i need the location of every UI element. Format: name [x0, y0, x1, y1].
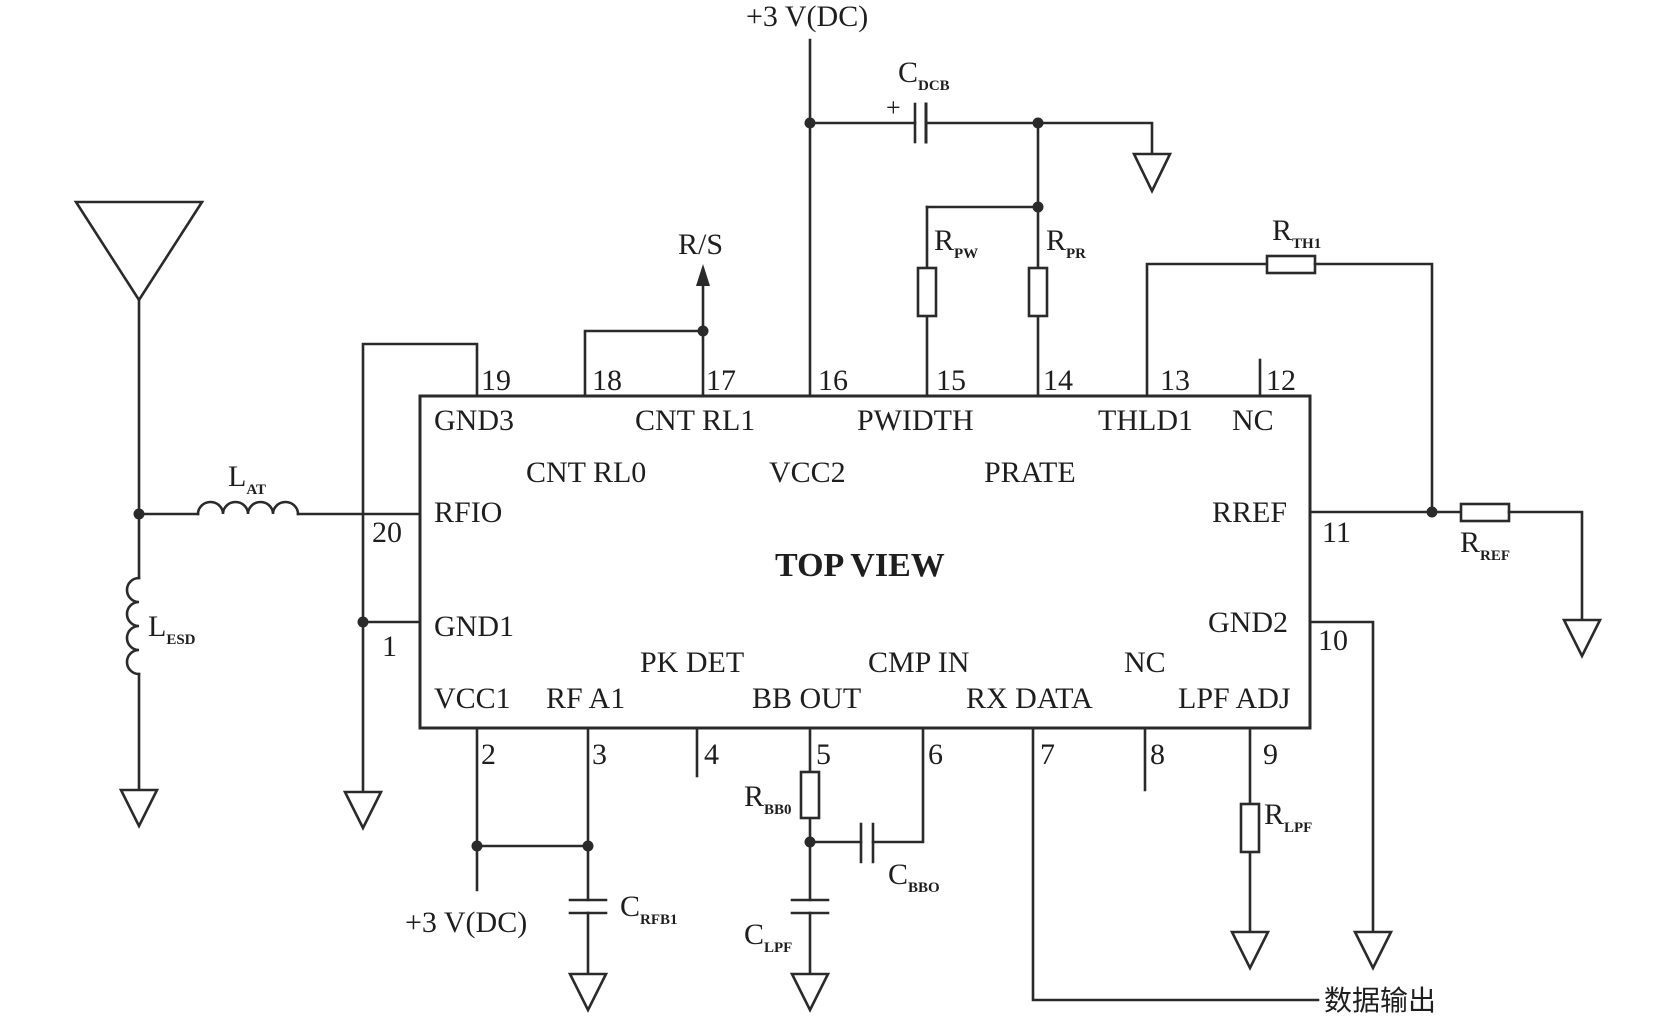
- resistor-rref: [1459, 502, 1511, 523]
- pin6-name: CMP IN: [868, 646, 969, 679]
- pin11-number: 11: [1322, 516, 1351, 549]
- pin19-name: GND3: [434, 404, 514, 437]
- ground-symbol-cdcb: [1131, 152, 1173, 194]
- pin16-name: VCC2: [769, 456, 846, 489]
- node-rfa1: [582, 840, 594, 852]
- pin5-name: BB OUT: [752, 682, 861, 715]
- pin3-number: 3: [592, 738, 607, 771]
- resistor-rlpf: [1239, 802, 1261, 854]
- pin4-name: PK DET: [640, 646, 744, 679]
- rs-arrow: [696, 264, 710, 286]
- pin15-name: PWIDTH: [857, 404, 974, 437]
- pin20-name: RFIO: [434, 496, 502, 529]
- pin18-number: 18: [592, 364, 622, 397]
- pin10-name: GND2: [1208, 606, 1288, 639]
- rth1-label: RTH1: [1272, 214, 1321, 252]
- pin8-number: 8: [1150, 738, 1165, 771]
- pin15-number: 15: [936, 364, 966, 397]
- rxdata-wire: [1031, 726, 1320, 1002]
- rlpf-label: RLPF: [1264, 798, 1312, 836]
- pin4-number: 4: [704, 738, 719, 771]
- pin1-number: 1: [382, 630, 397, 663]
- rpw-label: RPW: [934, 224, 978, 262]
- pin19-number: 19: [481, 364, 511, 397]
- lesd-label: LESD: [148, 610, 196, 648]
- pin14-number: 14: [1043, 364, 1073, 397]
- rth1-right-wire: [1313, 262, 1434, 514]
- gnd2-wire: [1308, 620, 1375, 932]
- pin7-name: RX DATA: [966, 682, 1093, 715]
- resistor-rbb0: [799, 770, 821, 820]
- ic-body: [418, 394, 1312, 730]
- pin17-name: CNT RL1: [635, 404, 755, 437]
- rref-ground-wire: [1507, 510, 1584, 620]
- node-rs: [697, 325, 709, 337]
- gnd3-wire: [361, 342, 479, 792]
- supply-bottom-label: +3 V(DC): [405, 906, 527, 939]
- resistor-rpr: [1027, 266, 1049, 318]
- inductor-lat: [196, 500, 300, 516]
- pin5-number: 5: [816, 738, 831, 771]
- pin18-name: CNT RL0: [526, 456, 646, 489]
- pin1-name: GND1: [434, 610, 514, 643]
- rref-label: RREF: [1460, 526, 1510, 564]
- supply-top-label: +3 V(DC): [746, 0, 868, 33]
- ground-symbol-rref: [1561, 618, 1603, 659]
- cmpin-wire: [871, 726, 925, 844]
- ground-symbol-gnd2: [1352, 930, 1394, 971]
- lat-label: LAT: [228, 460, 266, 498]
- pin2-number: 2: [481, 738, 496, 771]
- pin6-number: 6: [928, 738, 943, 771]
- antenna-icon: [73, 200, 205, 303]
- pin10-number: 10: [1318, 624, 1348, 657]
- pin7-number: 7: [1040, 738, 1055, 771]
- rbb0-label: RBB0: [744, 780, 792, 818]
- pin2-name: VCC1: [434, 682, 511, 715]
- node-vcc2-cdcb: [804, 117, 816, 129]
- pin13-name: THLD1: [1098, 404, 1193, 437]
- node-vcc1: [471, 840, 483, 852]
- cdcb-label: CDCB: [898, 56, 950, 94]
- ground-symbol-lesd: [118, 788, 160, 829]
- pin12-name: NC: [1232, 404, 1274, 437]
- cdcb-right-wire: [924, 121, 1154, 154]
- pin9-name: LPF ADJ: [1178, 682, 1291, 715]
- pin12-number: 12: [1266, 364, 1296, 397]
- pin14-name: PRATE: [984, 456, 1076, 489]
- capacitor-crfb1: [568, 898, 608, 915]
- pin8-name: NC: [1124, 646, 1166, 679]
- node-gnd1: [357, 616, 369, 628]
- crfb1-label: CRFB1: [620, 890, 678, 928]
- resistor-rpw: [916, 266, 938, 318]
- pin11-name: RREF: [1212, 496, 1287, 529]
- pin18-wire: [583, 329, 705, 398]
- ground-symbol-crfb1: [567, 972, 609, 1013]
- pin9-number: 9: [1263, 738, 1278, 771]
- pin16-number: 16: [818, 364, 848, 397]
- cdcb-plus: +: [886, 93, 901, 122]
- ground-symbol-clpf: [789, 972, 831, 1013]
- data-output-label: 数据输出: [1324, 984, 1436, 1017]
- thld1-wire: [1145, 262, 1269, 398]
- ground-symbol-gnd1: [342, 790, 384, 831]
- capacitor-cbbo: [859, 822, 875, 864]
- pin13-number: 13: [1160, 364, 1190, 397]
- pin3-name: RF A1: [546, 682, 625, 715]
- rpr-label: RPR: [1046, 224, 1086, 262]
- pin20-number: 20: [372, 516, 402, 549]
- cbbo-label: CBBO: [888, 858, 940, 896]
- capacitor-clpf: [790, 898, 830, 915]
- rs-label: R/S: [678, 228, 723, 261]
- top-view-label: TOP VIEW: [775, 547, 945, 584]
- resistor-rth1: [1265, 254, 1317, 275]
- ground-symbol-rlpf: [1229, 930, 1271, 971]
- clpf-label: CLPF: [744, 918, 792, 956]
- inductor-lesd: [125, 576, 141, 676]
- capacitor-cdcb: [913, 102, 928, 144]
- node-rref: [1426, 506, 1438, 518]
- pin17-number: 17: [706, 364, 736, 397]
